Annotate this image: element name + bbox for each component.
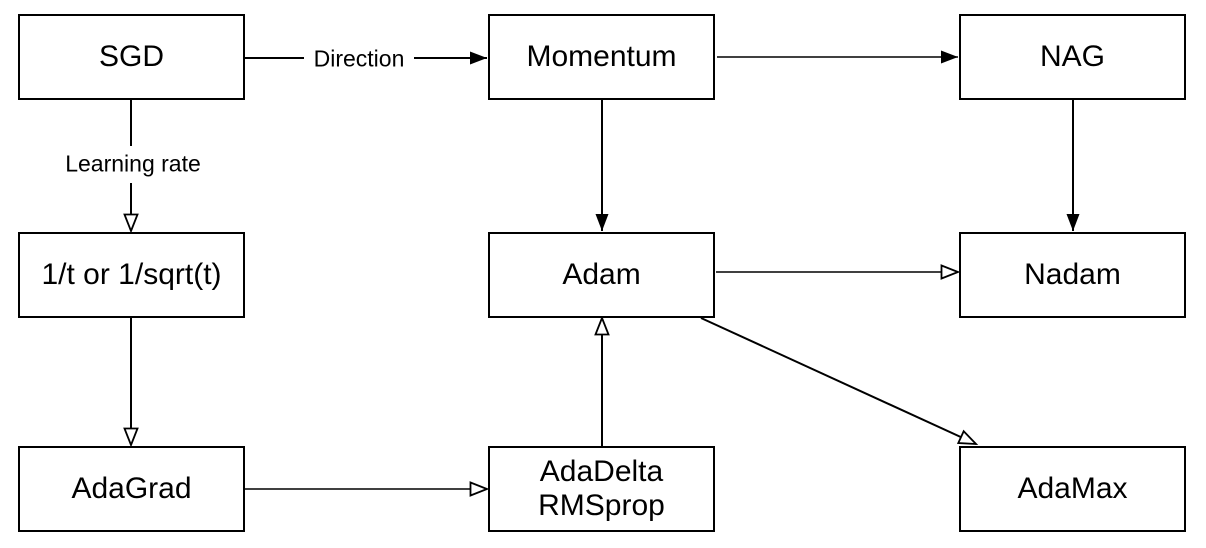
node-adagrad-label: AdaGrad bbox=[71, 472, 192, 506]
edge-label-learning-rate: Learning rate bbox=[59, 150, 207, 178]
edge-label-direction: Direction bbox=[307, 45, 411, 73]
node-nadam-label: Nadam bbox=[1024, 258, 1121, 292]
node-nag: NAG bbox=[959, 14, 1186, 100]
node-sgd-label: SGD bbox=[98, 40, 164, 74]
node-nag-label: NAG bbox=[1039, 40, 1105, 74]
node-momentum-label: Momentum bbox=[526, 40, 677, 74]
node-adamax: AdaMax bbox=[959, 446, 1186, 532]
node-momentum: Momentum bbox=[488, 14, 715, 100]
node-nadam: Nadam bbox=[959, 232, 1186, 318]
edge-adam-adamax bbox=[700, 317, 979, 446]
node-lr-schedule-label: 1/t or 1/sqrt(t) bbox=[41, 258, 222, 292]
node-adadelta-rmsprop-label: AdaDelta RMSprop bbox=[538, 455, 665, 522]
node-adadelta-rmsprop: AdaDelta RMSprop bbox=[488, 446, 715, 532]
node-lr-schedule: 1/t or 1/sqrt(t) bbox=[18, 232, 245, 318]
node-sgd: SGD bbox=[18, 14, 245, 100]
node-adam: Adam bbox=[488, 232, 715, 318]
node-adagrad: AdaGrad bbox=[18, 446, 245, 532]
node-adam-label: Adam bbox=[562, 258, 641, 292]
node-adamax-label: AdaMax bbox=[1017, 472, 1128, 506]
